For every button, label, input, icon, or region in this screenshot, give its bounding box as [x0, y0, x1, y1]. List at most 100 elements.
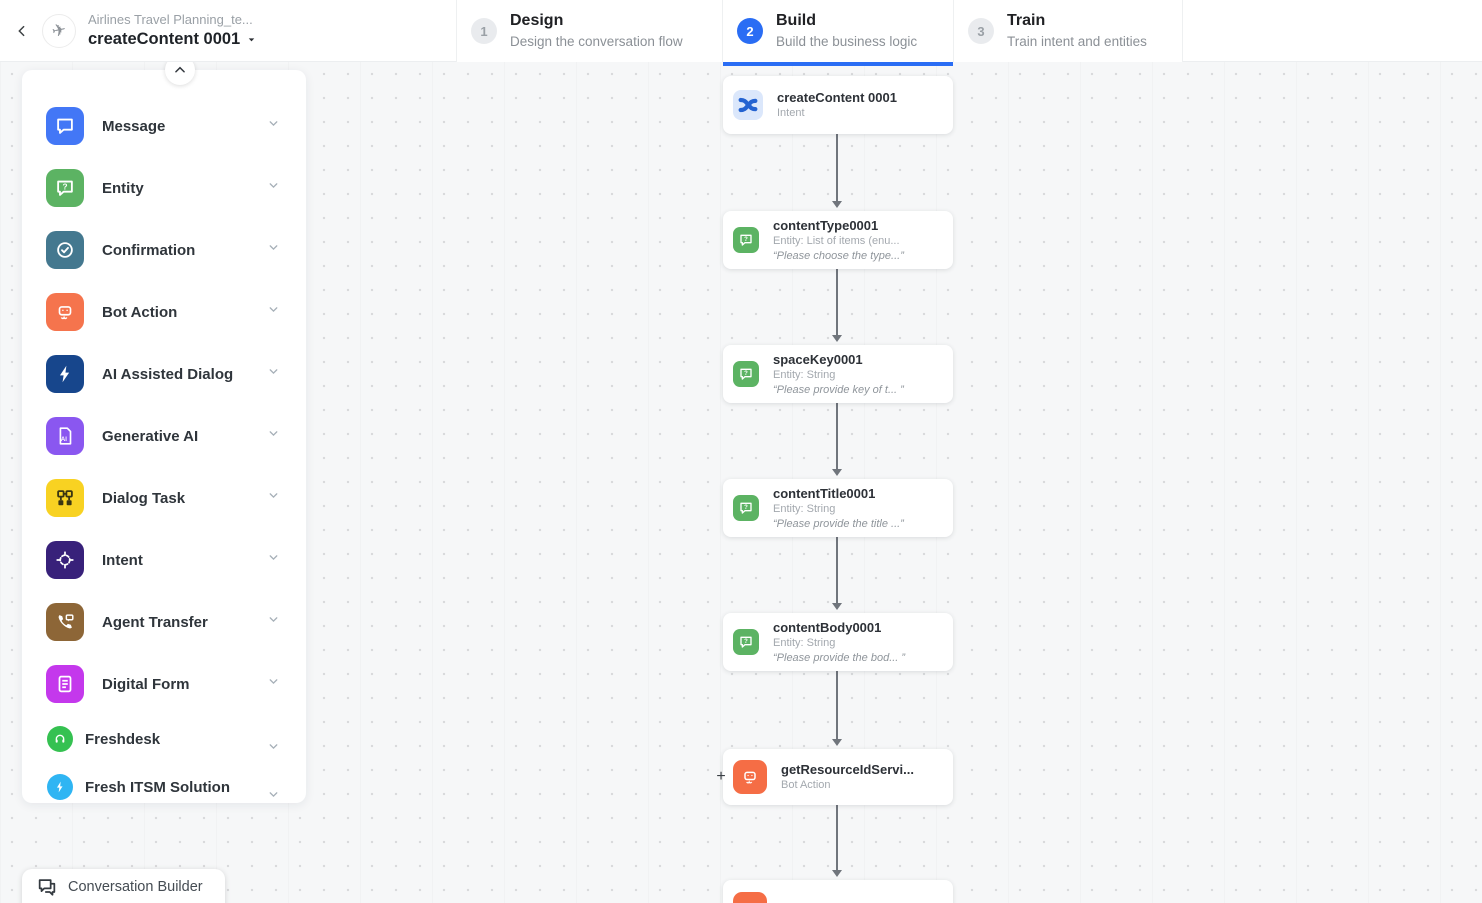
palette-item-intent[interactable]: Intent: [22, 529, 306, 591]
entity-icon: ?: [46, 169, 84, 207]
bot-action-icon: [733, 892, 767, 903]
palette-item-entity[interactable]: ? Entity: [22, 157, 306, 219]
palette-item-freshdesk[interactable]: Freshdesk: [22, 715, 306, 763]
step-title: Design: [510, 12, 564, 29]
flow-node-entity[interactable]: ? spaceKey0001 Entity: String “Please pr…: [723, 345, 953, 403]
node-title: contentType0001: [773, 217, 879, 233]
flow-node-entity[interactable]: ? contentTitle0001 Entity: String “Pleas…: [723, 479, 953, 537]
chevron-down-icon[interactable]: [267, 179, 280, 197]
bot-avatar: ✈: [42, 14, 76, 48]
step-build[interactable]: 2 Build Build the business logic: [722, 0, 953, 66]
svg-text:?: ?: [744, 505, 748, 511]
chevron-down-icon[interactable]: [267, 489, 280, 507]
palette-item-label: Message: [102, 117, 166, 135]
step-subtitle: Design the conversation flow: [510, 34, 683, 49]
airplane-icon: ✈: [49, 19, 68, 42]
node-prompt: “Please provide key of t... ”: [773, 383, 904, 396]
entity-icon: ?: [733, 227, 759, 253]
chevron-down-icon[interactable]: [267, 241, 280, 259]
flow-node-partial[interactable]: [723, 880, 953, 903]
back-button[interactable]: [10, 19, 34, 43]
palette-item-generative-ai[interactable]: AI Generative AI: [22, 405, 306, 467]
flow-node-intent[interactable]: createContent 0001 Intent: [723, 76, 953, 134]
flow-node-entity[interactable]: ? contentType0001 Entity: List of items …: [723, 211, 953, 269]
connector-arrow: [832, 134, 842, 208]
lightning-icon: [46, 355, 84, 393]
step-train[interactable]: 3 Train Train intent and entities: [953, 0, 1183, 62]
svg-text:AI: AI: [61, 437, 67, 443]
palette-item-bot-action[interactable]: Bot Action: [22, 281, 306, 343]
chevron-down-icon[interactable]: [267, 675, 280, 693]
chevron-down-icon[interactable]: [267, 427, 280, 445]
freshdesk-icon: [47, 726, 73, 752]
agent-transfer-icon: [46, 603, 84, 641]
palette-item-dialog-task[interactable]: Dialog Task: [22, 467, 306, 529]
svg-text:?: ?: [744, 237, 748, 243]
intent-icon: [46, 541, 84, 579]
message-icon: [46, 107, 84, 145]
palette-item-label: Bot Action: [102, 303, 178, 321]
conversation-builder-button[interactable]: Conversation Builder: [22, 869, 225, 903]
palette-item-label: AI Assisted Dialog: [102, 365, 234, 383]
palette-item-label: Generative AI: [102, 427, 199, 445]
connector-arrow: [832, 805, 842, 877]
bot-name: Airlines Travel Planning_te...: [88, 12, 253, 27]
svg-text:?: ?: [62, 182, 67, 191]
entity-icon: ?: [733, 495, 759, 521]
palette-item-label: Dialog Task: [102, 489, 186, 507]
step-subtitle: Train intent and entities: [1007, 34, 1147, 49]
palette-item-label: Digital Form: [102, 675, 190, 693]
confluence-x-icon: [733, 90, 763, 120]
task-selector[interactable]: createContent 0001: [88, 28, 257, 51]
node-prompt: “Please choose the type...”: [773, 249, 904, 262]
node-subtitle: Entity: String: [773, 368, 836, 381]
node-prompt: “Please provide the title ...”: [773, 517, 904, 530]
node-subtitle: Bot Action: [781, 779, 831, 791]
palette-item-label: Confirmation: [102, 241, 196, 259]
node-subtitle: Entity: String: [773, 502, 836, 515]
node-subtitle: Entity: String: [773, 636, 836, 649]
step-subtitle: Build the business logic: [776, 34, 918, 49]
fresh-itsm-icon: [47, 774, 73, 800]
chevron-down-icon[interactable]: [267, 303, 280, 321]
step-design[interactable]: 1 Design Design the conversation flow: [456, 0, 722, 62]
entity-icon: ?: [733, 361, 759, 387]
palette-item-ai-assisted-dialog[interactable]: AI Assisted Dialog: [22, 343, 306, 405]
palette-item-digital-form[interactable]: Digital Form: [22, 653, 306, 715]
node-title: spaceKey0001: [773, 351, 863, 367]
svg-text:?: ?: [744, 639, 748, 645]
node-prompt: “Please provide the bod... ”: [773, 651, 906, 664]
chevron-down-icon[interactable]: [267, 117, 280, 135]
chevron-down-icon[interactable]: [267, 613, 280, 631]
palette-item-agent-transfer[interactable]: Agent Transfer: [22, 591, 306, 653]
dialog-task-icon: [46, 479, 84, 517]
chevron-down-icon[interactable]: [267, 788, 280, 806]
step-number: 3: [968, 18, 994, 44]
palette-item-fresh-itsm[interactable]: Fresh ITSM Solution: [22, 763, 306, 811]
node-title: createContent 0001: [777, 90, 897, 105]
step-number: 1: [471, 18, 497, 44]
add-node-button[interactable]: +: [716, 768, 726, 785]
palette-item-label: Freshdesk: [85, 730, 161, 748]
top-header: ✈ Airlines Travel Planning_te... createC…: [0, 0, 1482, 66]
chevron-down-icon[interactable]: [267, 551, 280, 569]
connector-arrow: [832, 671, 842, 746]
palette-item-message[interactable]: Message: [22, 95, 306, 157]
node-subtitle: Intent: [777, 107, 805, 119]
flow-node-bot-action[interactable]: getResourceIdServi... Bot Action: [723, 749, 953, 805]
builder-label: Conversation Builder: [68, 879, 203, 895]
palette-item-confirmation[interactable]: Confirmation: [22, 219, 306, 281]
connector-arrow: [832, 269, 842, 342]
connector-arrow: [832, 537, 842, 610]
node-subtitle: Entity: List of items (enu...: [773, 234, 900, 247]
flow-node-entity[interactable]: ? contentBody0001 Entity: String “Please…: [723, 613, 953, 671]
entity-icon: ?: [733, 629, 759, 655]
node-title: getResourceIdServi...: [781, 762, 914, 777]
palette-item-label: Fresh ITSM Solution: [85, 778, 230, 796]
node-title: contentTitle0001: [773, 485, 876, 501]
digital-form-icon: [46, 665, 84, 703]
chevron-down-icon[interactable]: [267, 740, 280, 758]
node-title: contentBody0001: [773, 619, 882, 635]
chevron-down-icon[interactable]: [267, 365, 280, 383]
